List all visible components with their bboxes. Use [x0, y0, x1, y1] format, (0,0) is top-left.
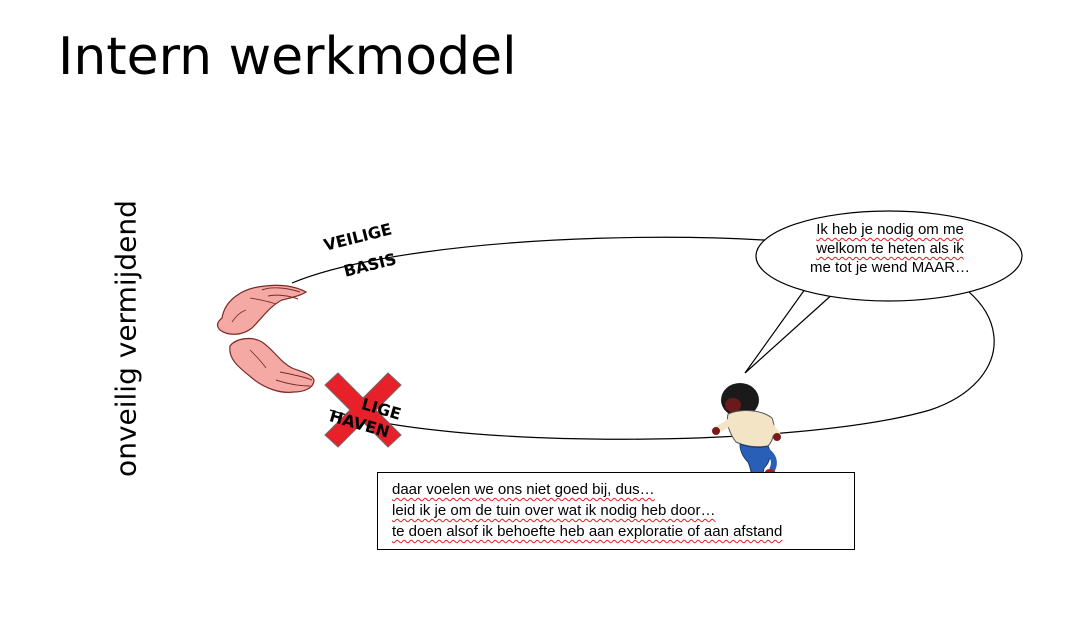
textbox-line-3-text: te doen alsof ik behoefte heb aan explor…	[392, 523, 783, 540]
bubble-line-3: me tot je wend MAAR…	[780, 258, 1000, 277]
bubble-line-3-text: me tot je wend MAAR…	[809, 259, 971, 276]
textbox-line-2: leid ik je om de tuin over wat ik nodig …	[392, 500, 854, 521]
slide-title: Intern werkmodel	[58, 27, 517, 87]
bubble-line-1: Ik heb je nodig om me	[780, 220, 1000, 239]
upper-hand-icon	[216, 284, 308, 335]
orbit-ellipse	[291, 236, 995, 440]
textbox-line-1-text: daar voelen we ons niet goed bij, dus…	[392, 481, 655, 498]
bubble-line-1-text: Ik heb je nodig om me	[816, 221, 964, 238]
bubble-line-2-text: welkom te heten als ik	[816, 240, 964, 257]
bubble-line-2: welkom te heten als ik	[780, 239, 1000, 258]
textbox-line-1: daar voelen we ons niet goed bij, dus…	[392, 479, 854, 500]
textbox-line-3: te doen alsof ik behoefte heb aan explor…	[392, 521, 854, 542]
lower-hand-icon	[229, 337, 315, 393]
speech-bubble	[744, 210, 1023, 374]
explanation-textbox: daar voelen we ons niet goed bij, dus… l…	[377, 472, 855, 550]
red-cross-icon	[324, 372, 402, 448]
speech-bubble-text: Ik heb je nodig om me welkom te heten al…	[780, 220, 1000, 277]
textbox-line-2-text: leid ik je om de tuin over wat ik nodig …	[392, 502, 716, 519]
